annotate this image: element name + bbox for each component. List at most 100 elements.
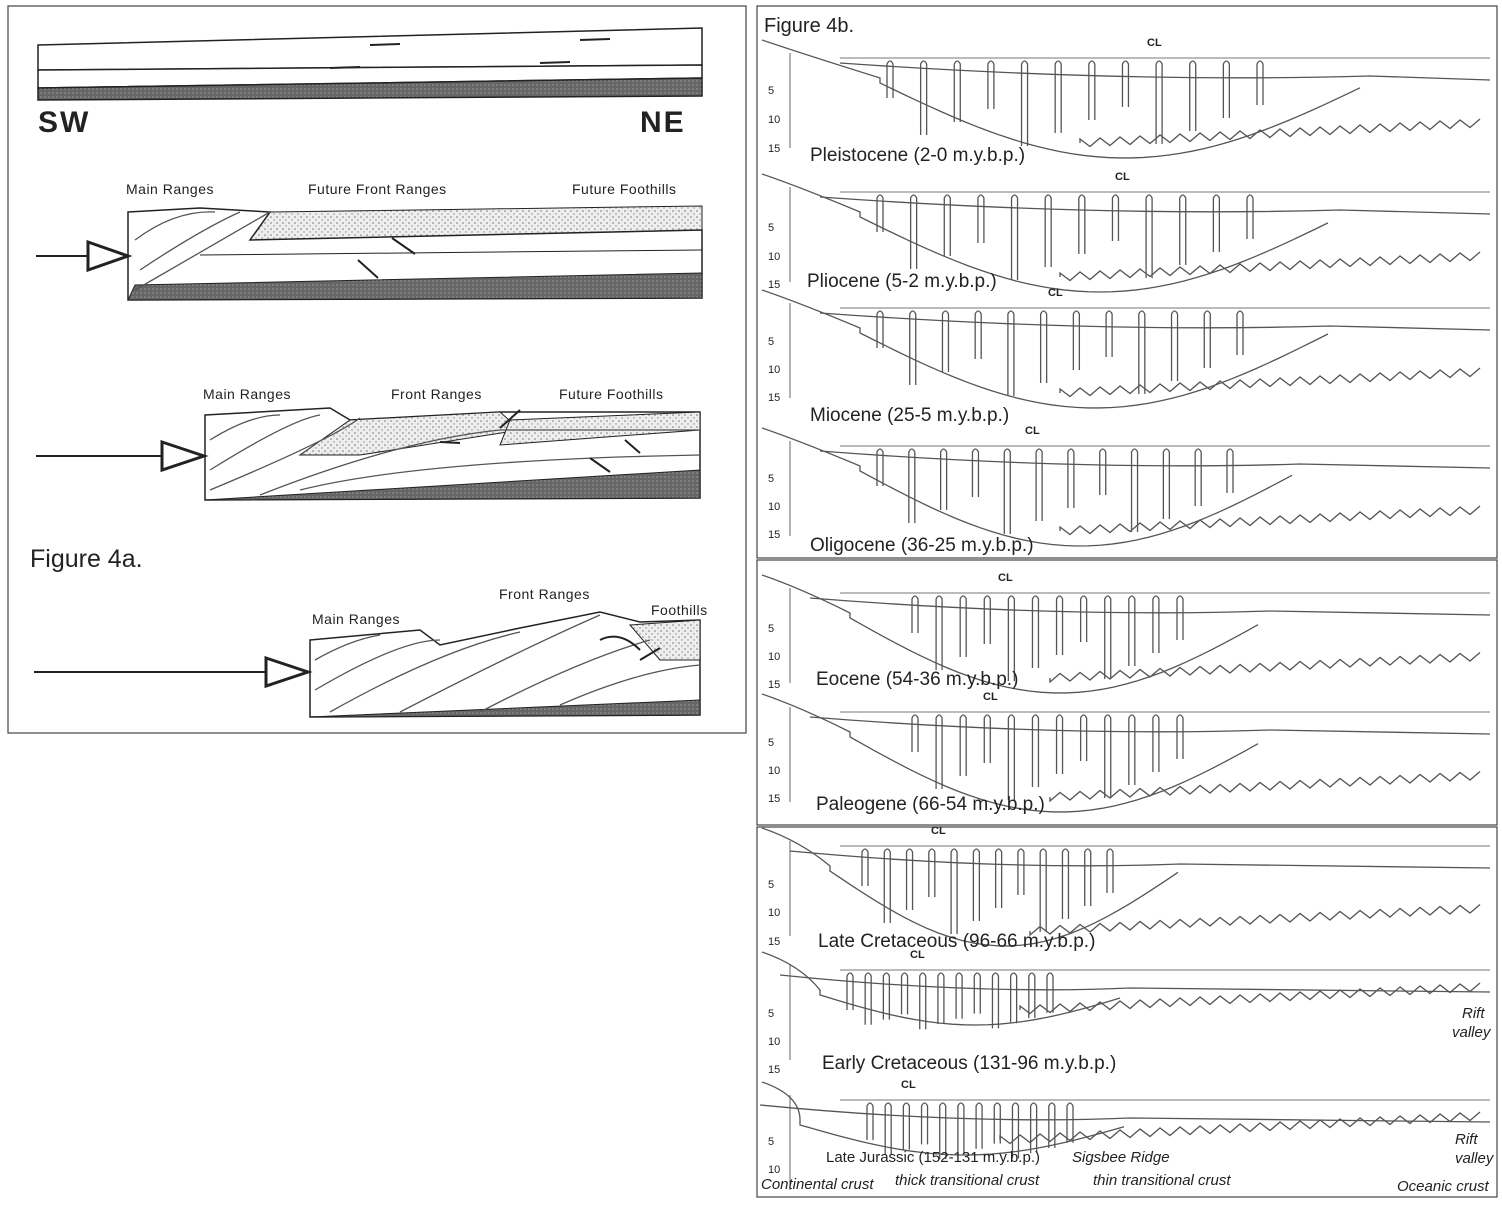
cl-label: CL	[1147, 37, 1162, 49]
crust-profile	[1059, 251, 1481, 282]
depth-tick-label: 15	[768, 392, 780, 404]
salt-diapir	[1031, 714, 1040, 787]
salt-diapir	[876, 448, 884, 486]
figure-4a-panel: SW NE Main Ranges Future Front Ranges Fu…	[7, 5, 747, 734]
stage2-label-future-front-ranges: Future Front Ranges	[308, 181, 447, 197]
stage2-label-main-ranges: Main Ranges	[126, 181, 214, 197]
rift-valley-label-jurassic-1: Rift	[1455, 1131, 1478, 1148]
depth-tick-label: 5	[768, 222, 774, 234]
salt-diapir	[1105, 310, 1113, 357]
salt-diapir	[1145, 194, 1153, 278]
sediment-surface	[839, 62, 1491, 81]
crust-profile	[999, 1111, 1481, 1145]
sediment-surface	[819, 196, 1491, 215]
figure-4a-title: Figure 4a.	[30, 545, 143, 573]
sediment-surface	[779, 974, 1491, 993]
cl-label: CL	[1025, 425, 1040, 437]
salt-diapir	[937, 972, 945, 1024]
salt-diapir	[973, 972, 981, 1014]
depth-tick-label: 15	[768, 279, 780, 291]
salt-diapir	[983, 714, 991, 763]
salt-diapir	[1128, 714, 1136, 785]
salt-diapir	[974, 310, 982, 359]
salt-diapir	[928, 848, 936, 897]
salt-diapir	[900, 972, 909, 1015]
salt-diapir	[1072, 310, 1081, 370]
stage3-label-front-ranges: Front Ranges	[391, 386, 482, 402]
salt-diapir	[886, 60, 894, 98]
age-label: Paleogene (66-54 m.y.b.p.)	[816, 794, 1045, 815]
salt-diapir	[957, 1102, 965, 1154]
salt-diapir	[953, 60, 961, 122]
salt-diapir	[884, 1102, 892, 1155]
salt-diapir	[972, 848, 981, 921]
salt-diapir	[911, 595, 919, 633]
salt-diapir	[909, 194, 918, 269]
depth-tick-label: 5	[768, 1008, 774, 1020]
salt-diapir	[939, 1102, 947, 1160]
stage4-label-main-ranges: Main Ranges	[312, 611, 400, 627]
salt-diapir	[1067, 448, 1075, 508]
salt-diapir	[1007, 595, 1016, 681]
salt-diapir	[959, 595, 967, 657]
salt-diapir	[1017, 848, 1025, 895]
sigsbee-ridge-label: Sigsbee Ridge	[1072, 1149, 1170, 1166]
salt-diapir	[993, 1102, 1001, 1144]
sediment-surface	[759, 1104, 1491, 1123]
ne-label: NE	[640, 106, 686, 139]
rift-valley-label-jurassic-2: valley	[1455, 1150, 1495, 1167]
salt-diapir	[1128, 595, 1136, 666]
salt-diapir	[1130, 448, 1139, 532]
stage2-cross-section	[36, 205, 703, 301]
depth-tick-label: 10	[768, 364, 780, 376]
cl-label: CL	[998, 572, 1013, 584]
salt-diapir	[955, 972, 963, 1019]
figure-4b-box-neogene	[756, 5, 1498, 559]
salt-diapir	[939, 448, 948, 510]
salt-diapir	[866, 1102, 874, 1140]
depth-tick-label: 15	[768, 143, 780, 155]
salt-diapir	[1039, 848, 1047, 932]
sediment-surface	[819, 450, 1491, 469]
salt-diapir	[991, 972, 1000, 1029]
salt-diapir	[1170, 310, 1179, 381]
stage4-cross-section	[34, 611, 701, 718]
salt-diapir	[1226, 448, 1234, 493]
salt-diapir	[1152, 714, 1160, 772]
crust-profile	[1019, 982, 1481, 1015]
salt-diapir	[1044, 194, 1052, 267]
depth-tick-label: 5	[768, 879, 774, 891]
figure-4b-title: Figure 4b.	[764, 15, 854, 37]
salt-diapir	[1222, 60, 1231, 118]
depth-tick-label: 10	[768, 1036, 780, 1048]
salt-diapir	[919, 60, 928, 135]
salt-diapir	[1048, 1102, 1056, 1148]
salt-diapir	[1066, 1102, 1074, 1143]
age-label: Late Cretaceous (96-66 m.y.b.p.)	[818, 931, 1095, 952]
salt-diapir	[971, 448, 980, 497]
salt-diapir	[920, 1102, 929, 1145]
cl-label: CL	[1048, 287, 1063, 299]
oceanic-crust-label: Oceanic crust	[1397, 1178, 1490, 1195]
depth-tick-label: 15	[768, 793, 780, 805]
salt-diapir	[1104, 595, 1112, 679]
salt-diapir	[943, 194, 951, 256]
basin-floor-profile	[761, 173, 1329, 293]
salt-diapir	[1155, 60, 1163, 144]
cl-label: CL	[1115, 171, 1130, 183]
salt-diapir	[909, 310, 917, 385]
salt-diapir	[1256, 60, 1264, 105]
salt-diapir	[1035, 448, 1043, 521]
salt-diapir	[902, 1102, 911, 1150]
salt-diapir	[983, 595, 991, 644]
depth-tick-label: 5	[768, 473, 774, 485]
salt-diapir	[959, 714, 967, 776]
depth-tick-label: 15	[768, 936, 780, 948]
crust-profile	[1059, 505, 1481, 536]
cl-label: CL	[910, 949, 925, 961]
depth-tick-label: 15	[768, 529, 780, 541]
salt-diapir	[1011, 1102, 1020, 1159]
salt-diapir	[1179, 194, 1187, 265]
depth-tick-label: 10	[768, 651, 780, 663]
